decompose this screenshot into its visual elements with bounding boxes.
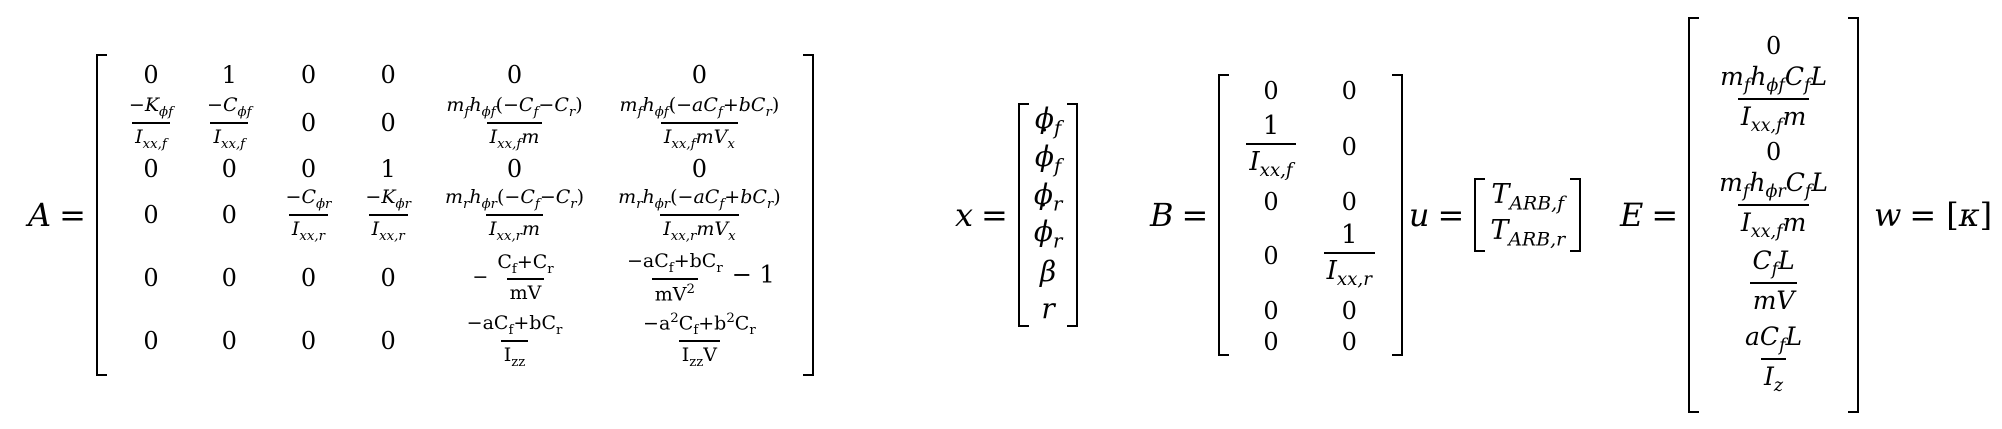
vector-u: TARB,f TARB,r <box>1474 177 1581 252</box>
A-62: 0 <box>221 326 237 355</box>
vector-u-body: TARB,f TARB,r <box>1484 179 1571 251</box>
A-45: mrhϕr(−Cf−Cr)Ixx,rm <box>444 185 585 244</box>
A-61: 0 <box>143 326 159 355</box>
matrix-A-row-3: 0 0 0 1 0 0 <box>112 154 798 184</box>
matrix-A-row-1: 0 1 0 0 0 0 <box>112 58 798 92</box>
A-64: 0 <box>380 326 396 355</box>
x-4: ϕr <box>1028 215 1068 253</box>
x-2: ϕf <box>1028 140 1068 178</box>
A-24: 0 <box>380 108 396 137</box>
B-51: 0 <box>1263 296 1279 325</box>
x-6: r <box>1041 291 1055 325</box>
B-41: 0 <box>1263 241 1279 270</box>
A-32: 0 <box>221 154 237 183</box>
A-26: mfhϕf(−aCf+bCr)Ixx,fmVx <box>619 93 780 152</box>
A-34: 1 <box>380 154 396 183</box>
A-41: 0 <box>143 200 159 229</box>
lhs-B: B= <box>1150 195 1209 234</box>
B-52: 0 <box>1341 296 1357 325</box>
A-33: 0 <box>300 154 317 183</box>
A-53: 0 <box>300 263 317 292</box>
u-1: TARB,f <box>1491 178 1565 215</box>
A-23: 0 <box>300 108 317 137</box>
A-31: 0 <box>143 154 159 183</box>
vector-x: ϕf ϕf ϕr ϕr β r <box>1017 102 1079 327</box>
u-2: TARB,r <box>1490 214 1566 251</box>
A-36: 0 <box>691 154 708 183</box>
A-35: 0 <box>506 154 523 183</box>
vector-x-body: ϕf ϕf ϕr ϕr β r <box>1028 102 1068 326</box>
equation-w: w= [κ] <box>1874 0 1992 429</box>
B-22: 0 <box>1341 132 1357 161</box>
B-12: 0 <box>1341 76 1357 105</box>
A-11: 0 <box>143 60 159 89</box>
A-63: 0 <box>300 326 317 355</box>
A-14: 0 <box>380 60 396 89</box>
equation-x: x= ϕf ϕf ϕr ϕr β r <box>955 0 1079 429</box>
A-54: 0 <box>380 263 396 292</box>
E-3: 0 <box>1765 137 1782 166</box>
B-61: 0 <box>1263 327 1279 356</box>
A-46: mrhϕr(−aCf+bCr)Ixx,rmVx <box>618 185 781 244</box>
B-62: 0 <box>1341 327 1357 356</box>
lhs-E: E= <box>1620 195 1679 234</box>
lhs-u: u= <box>1408 195 1465 234</box>
A-52: 0 <box>221 263 237 292</box>
w-value: [κ] <box>1946 195 1993 234</box>
B-32: 0 <box>1341 187 1357 216</box>
B-31: 0 <box>1263 187 1279 216</box>
A-16: 0 <box>691 60 708 89</box>
lhs-A: A= <box>28 195 86 234</box>
A-42: 0 <box>221 200 237 229</box>
A-15: 0 <box>506 60 523 89</box>
A-12: 1 <box>221 60 237 89</box>
x-5: β <box>1040 254 1057 288</box>
A-51: 0 <box>143 263 159 292</box>
B-11: 0 <box>1263 76 1279 105</box>
lhs-x: x= <box>955 195 1008 234</box>
A-25: mfhϕf(−Cf−Cr)Ixx,fm <box>446 93 583 152</box>
E-1: 0 <box>1765 31 1782 60</box>
lhs-w: w= <box>1874 195 1937 234</box>
A-13: 0 <box>300 60 317 89</box>
